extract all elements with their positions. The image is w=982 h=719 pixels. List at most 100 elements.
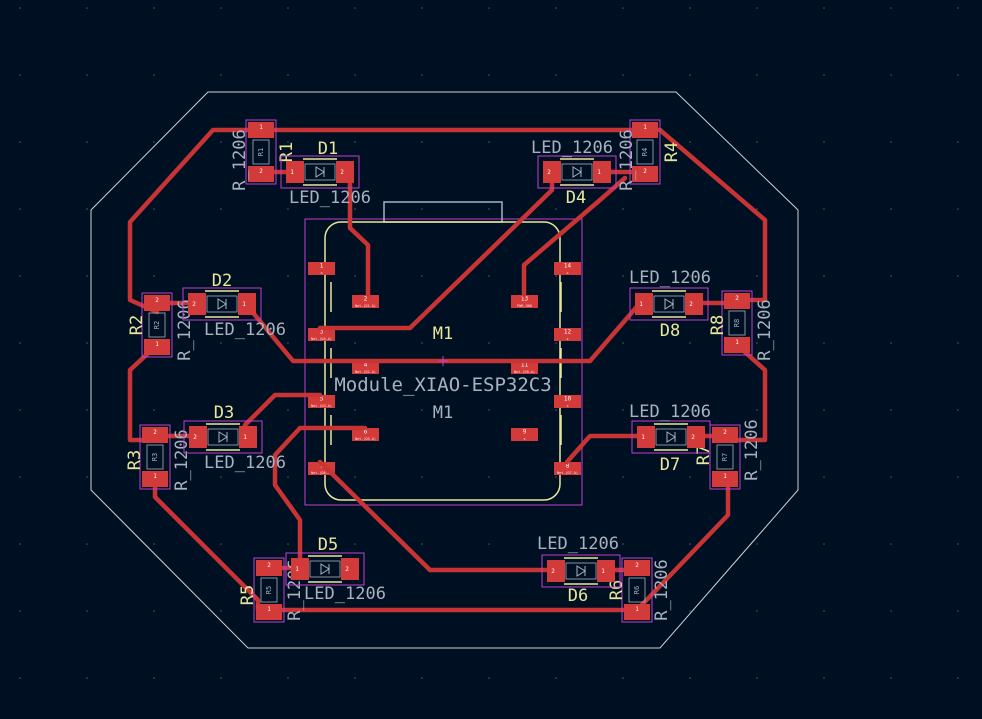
pad-2[interactable]: 2: [142, 427, 168, 443]
copper-trace[interactable]: [272, 425, 368, 571]
grid-dot: [622, 208, 624, 210]
pad-2[interactable]: 2: [336, 161, 354, 183]
pad-net: Net-(D4-A): [311, 337, 332, 341]
copper-trace[interactable]: [258, 127, 768, 303]
pad-2[interactable]: 2: [632, 166, 658, 182]
pad-1[interactable]: 1: [637, 426, 655, 448]
copper-trace[interactable]: [127, 342, 160, 443]
grid-dot: [354, 543, 356, 545]
copper-trace[interactable]: [564, 433, 648, 465]
grid-dot: [756, 141, 758, 143]
copper-trace[interactable]: [317, 459, 559, 573]
m1-pad-9[interactable]: 9x: [511, 428, 538, 441]
pad-number: 2: [364, 296, 368, 303]
copper-trace[interactable]: [127, 127, 264, 315]
pad-1[interactable]: 1: [142, 471, 168, 487]
pad-1[interactable]: 1: [635, 293, 653, 315]
pad-2[interactable]: 2: [543, 161, 561, 183]
copper-trace[interactable]: [521, 175, 628, 298]
pad-1[interactable]: 1: [248, 122, 274, 138]
m1-pad-1[interactable]: 1x: [308, 262, 335, 275]
m1-pad-12[interactable]: 12x: [554, 328, 581, 341]
grid-dot: [488, 476, 490, 478]
m1-pad-10[interactable]: 10x: [554, 395, 581, 408]
pad-1[interactable]: 1: [724, 337, 750, 353]
pad-2[interactable]: 2: [624, 560, 650, 576]
pad-1[interactable]: 1: [239, 426, 257, 448]
pad-2[interactable]: 2: [341, 558, 359, 580]
pad-2[interactable]: 2: [188, 293, 206, 315]
pad-1[interactable]: 1: [144, 339, 170, 355]
pad-2[interactable]: 2: [687, 426, 705, 448]
grid-dot: [622, 342, 624, 344]
diode-symbol-icon: [217, 298, 227, 310]
fab-reference: R4: [641, 148, 649, 156]
pad-2[interactable]: 2: [248, 166, 274, 182]
pad-number: 3: [320, 329, 324, 336]
grid-dot: [823, 208, 825, 210]
fab-reference: R1: [257, 148, 265, 156]
reference-designator: R1: [277, 142, 297, 162]
pad-number: 9: [523, 429, 527, 436]
pad-1[interactable]: 1: [624, 604, 650, 620]
grid-dot: [555, 677, 557, 679]
pad-1[interactable]: 1: [712, 471, 738, 487]
pad-1[interactable]: 1: [632, 122, 658, 138]
pad-2[interactable]: 2: [547, 560, 565, 582]
grid-dot: [220, 543, 222, 545]
fab-outline: [561, 163, 593, 181]
pad-1[interactable]: 1: [238, 293, 256, 315]
courtyard: [629, 287, 709, 321]
pad-2[interactable]: 2: [712, 427, 738, 443]
pad-2[interactable]: 2: [685, 293, 703, 315]
m1-pad-14[interactable]: 14x: [554, 262, 581, 275]
pad-number: 1: [242, 301, 246, 308]
pad-number: 1: [635, 606, 639, 613]
copper-trace[interactable]: [347, 169, 371, 298]
grid-dot: [622, 409, 624, 411]
pad-1[interactable]: 1: [286, 161, 304, 183]
diode-symbol-icon: [664, 298, 674, 310]
fab-outline: [565, 562, 597, 580]
pad-2[interactable]: 2: [256, 560, 282, 576]
pad-1[interactable]: 1: [593, 161, 611, 183]
pad-2[interactable]: 2: [144, 295, 170, 311]
grid-dot: [622, 74, 624, 76]
grid-dot: [19, 543, 21, 545]
pad-1[interactable]: 1: [291, 558, 309, 580]
pad-1[interactable]: 1: [597, 560, 615, 582]
pad-2[interactable]: 2: [724, 293, 750, 309]
diode-symbol-icon: [666, 431, 676, 443]
pad-1[interactable]: 1: [256, 604, 282, 620]
pad-2[interactable]: 2: [189, 426, 207, 448]
copper-trace[interactable]: [722, 342, 768, 443]
grid-dot: [153, 275, 155, 277]
pad-number: 2: [723, 429, 727, 436]
grid-dot: [689, 7, 691, 9]
